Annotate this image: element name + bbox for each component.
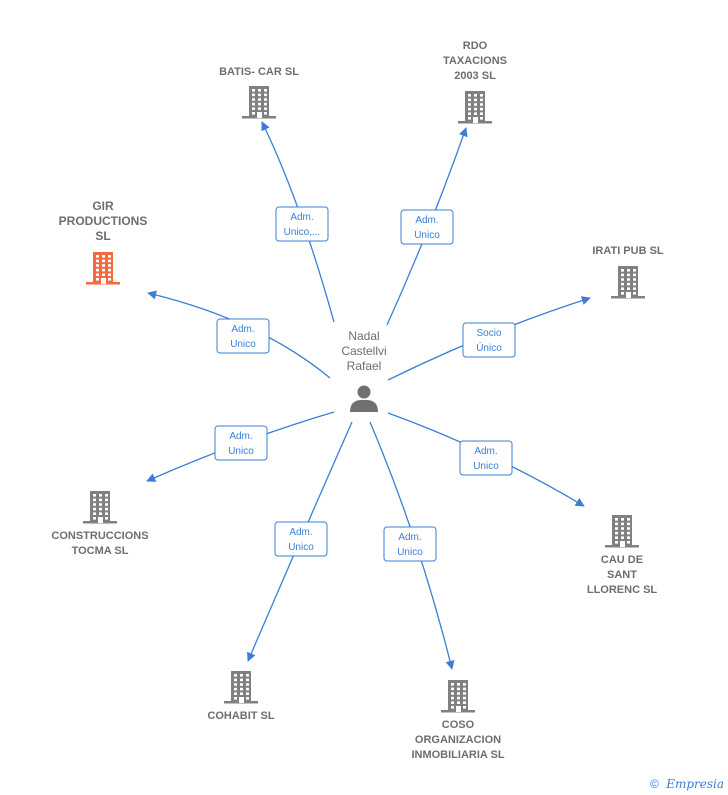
edge-label-line: Adm. [289, 527, 312, 538]
person-name: Nadal [348, 329, 379, 343]
company-node-construccions[interactable]: CONSTRUCCIONS TOCMA SL [51, 491, 149, 557]
edge-label-rdo[interactable]: Adm. Unico [400, 209, 454, 245]
building-icon[interactable] [86, 252, 120, 285]
footer-brand: © Empresia [650, 777, 724, 791]
company-name: CONSTRUCCIONS [51, 530, 148, 542]
company-name: ORGANIZACION [415, 734, 501, 746]
company-name: LLORENC SL [587, 584, 658, 596]
edge-label-line: Adm. [415, 215, 438, 226]
company-name: SL [95, 229, 110, 243]
company-node-cohabit[interactable]: COHABIT SL [207, 671, 275, 722]
edge-label-line: Adm. [229, 431, 252, 442]
edge-label-coso[interactable]: Adm. Unico [383, 526, 437, 562]
edge-label-line: Adm. [290, 212, 313, 223]
edge-label-line: Adm. [474, 446, 497, 457]
building-icon[interactable] [458, 91, 492, 124]
company-node-coso[interactable]: COSO ORGANIZACION INMOBILIARIA SL [411, 680, 505, 761]
company-name: IRATI PUB SL [592, 245, 664, 257]
company-name: BATIS- CAR SL [219, 66, 299, 78]
edge-label-line: Unico [230, 339, 256, 350]
edge-label-gir[interactable]: Adm. Unico [216, 318, 270, 354]
company-node-irati[interactable]: IRATI PUB SL [592, 245, 664, 299]
building-icon[interactable] [611, 266, 645, 299]
building-icon[interactable] [441, 680, 475, 713]
edge-label-line: Unico [397, 547, 423, 558]
edge-label-cau[interactable]: Adm. Unico [459, 440, 513, 476]
edge-label-line: Unico,... [284, 227, 321, 238]
company-name: TOCMA SL [72, 545, 129, 557]
edge-label-cohabit[interactable]: Adm. Unico [274, 521, 328, 557]
company-name: 2003 SL [454, 70, 496, 82]
building-icon[interactable] [83, 491, 117, 524]
person-icon [350, 385, 378, 412]
company-name: PRODUCTIONS [59, 214, 148, 228]
company-name: SANT [607, 569, 637, 581]
company-name: INMOBILIARIA SL [411, 749, 504, 761]
edge-label-line: Unico [473, 461, 499, 472]
company-node-rdo[interactable]: RDO TAXACIONS 2003 SL [443, 40, 507, 124]
company-node-batis[interactable]: BATIS- CAR SL [219, 66, 299, 119]
edge-label-construccions[interactable]: Adm. Unico [214, 425, 268, 461]
company-name: GIR [92, 199, 114, 213]
company-node-cau[interactable]: CAU DE SANT LLORENC SL [587, 515, 658, 596]
person-name: Rafael [347, 359, 382, 373]
edge-label-line: Unico [228, 446, 254, 457]
brand-logo: Empresia [666, 777, 724, 791]
company-name: TAXACIONS [443, 55, 507, 67]
edge-label-line: Socio [476, 328, 501, 339]
edge-label-line: Adm. [398, 532, 421, 543]
copyright-symbol: © [650, 777, 659, 791]
edge-label-line: Único [476, 341, 502, 354]
building-icon[interactable] [242, 86, 276, 119]
company-name: CAU DE [601, 554, 643, 566]
edge-label-line: Unico [288, 542, 314, 553]
company-name: RDO [463, 40, 488, 52]
building-icon[interactable] [224, 671, 258, 704]
edge-label-batis[interactable]: Adm. Unico,... [275, 206, 329, 242]
person-name: Castellvi [341, 344, 386, 358]
edge-label-line: Unico [414, 230, 440, 241]
building-icon[interactable] [605, 515, 639, 548]
edge-label-line: Adm. [231, 324, 254, 335]
company-name: COSO [442, 719, 475, 731]
company-name: COHABIT SL [207, 710, 275, 722]
